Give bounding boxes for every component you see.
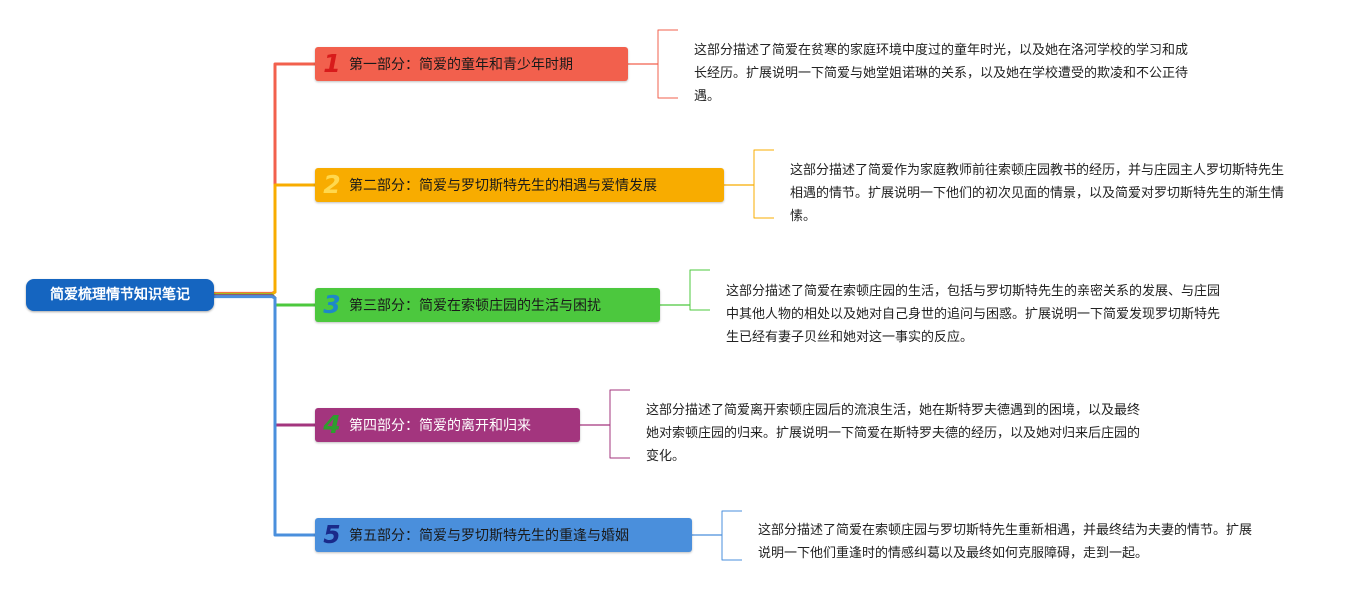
branch-part-2[interactable]: 2 第二部分：简爱与罗切斯特先生的相遇与爱情发展 bbox=[315, 168, 724, 202]
branch-label-5: 第五部分：简爱与罗切斯特先生的重逢与婚姻 bbox=[349, 528, 629, 544]
connector-root-to-branch-5 bbox=[214, 295, 315, 537]
number-badge-5: 5 bbox=[323, 520, 341, 549]
detail-note-3: 这部分描述了简爱在索顿庄园的生活，包括与罗切斯特先生的亲密关系的发展、与庄园中其… bbox=[726, 284, 1221, 345]
branch-part-4[interactable]: 4 第四部分：简爱的离开和归来 bbox=[315, 408, 580, 442]
note-bracket-5 bbox=[721, 510, 742, 561]
detail-note-1: 这部分描述了简爱在贫寒的家庭环境中度过的童年时光，以及她在洛河学校的学习和成长经… bbox=[694, 43, 1189, 104]
number-badge-3: 3 bbox=[323, 290, 341, 319]
detail-note-5: 这部分描述了简爱在索顿庄园与罗切斯特先生重新相遇，并最终结为夫妻的情节。扩展说明… bbox=[758, 523, 1253, 561]
number-badge-1: 1 bbox=[323, 49, 341, 78]
note-bracket-3 bbox=[689, 269, 710, 311]
connector-root-to-branch-1 bbox=[214, 62, 315, 295]
root-topic[interactable]: 简爱梳理情节知识笔记 bbox=[26, 279, 214, 311]
connector-root-to-branch-4 bbox=[214, 294, 315, 427]
note-bracket-4 bbox=[609, 389, 630, 459]
branch-label-2: 第二部分：简爱与罗切斯特先生的相遇与爱情发展 bbox=[349, 178, 657, 194]
number-badge-4: 4 bbox=[323, 410, 341, 439]
detail-note-4: 这部分描述了简爱离开索顿庄园后的流浪生活，她在斯特罗夫德遇到的困境，以及最终她对… bbox=[646, 403, 1141, 464]
note-bracket-2 bbox=[753, 149, 774, 219]
branch-part-5[interactable]: 5 第五部分：简爱与罗切斯特先生的重逢与婚姻 bbox=[315, 518, 692, 552]
branch-label-3: 第三部分：简爱在索顿庄园的生活与困扰 bbox=[349, 298, 601, 314]
number-badge-2: 2 bbox=[323, 170, 341, 199]
branch-label-4: 第四部分：简爱的离开和归来 bbox=[349, 418, 531, 434]
branch-part-3[interactable]: 3 第三部分：简爱在索顿庄园的生活与困扰 bbox=[315, 288, 660, 322]
detail-note-2: 这部分描述了简爱作为家庭教师前往索顿庄园教书的经历，并与庄园主人罗切斯特先生相遇… bbox=[790, 163, 1285, 224]
branch-label-1: 第一部分：简爱的童年和青少年时期 bbox=[349, 57, 573, 73]
branch-part-1[interactable]: 1 第一部分：简爱的童年和青少年时期 bbox=[315, 47, 628, 81]
note-bracket-1 bbox=[657, 29, 678, 99]
connector-root-to-branch-2 bbox=[214, 183, 315, 296]
